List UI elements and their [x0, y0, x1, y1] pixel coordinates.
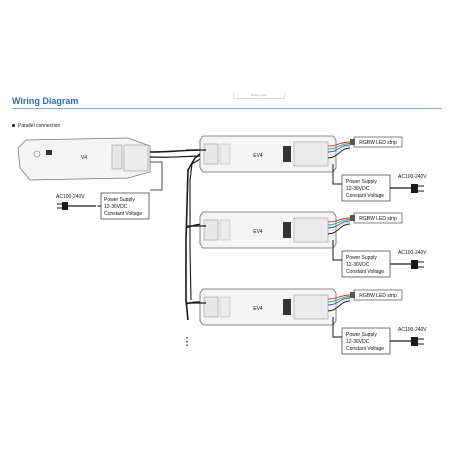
psu-line: 12-36VDC — [104, 204, 128, 210]
led-strip-label: RGBW LED strip — [359, 293, 397, 299]
psu-line: Power Supply — [346, 179, 377, 185]
psu-line: Power Supply — [104, 197, 135, 203]
led-wire — [327, 220, 351, 229]
terminal-block — [123, 144, 149, 172]
led-wire — [327, 146, 351, 156]
psu-line: Constant Voltage — [346, 346, 384, 352]
strip-connector-icon — [350, 215, 355, 221]
psu-wire — [332, 240, 342, 261]
strip-connector-icon — [350, 292, 355, 298]
psu-line: 12-36VDC — [346, 262, 370, 268]
terminal-block — [219, 219, 231, 241]
ac-input-label: AC100-240V — [398, 327, 427, 333]
psu-line: Power Supply — [346, 332, 377, 338]
psu-wire — [332, 164, 342, 185]
ac-input-label: AC100-240V — [398, 250, 427, 256]
plug-icon — [411, 260, 424, 269]
psu-wire — [332, 317, 342, 338]
ev4-label: EV4 — [253, 306, 263, 312]
power-input-tab: Power Input — [233, 92, 285, 99]
title-divider — [12, 108, 442, 109]
v4-controller: V4 — [17, 137, 151, 181]
output-terminal — [293, 294, 329, 320]
led-wire — [327, 294, 351, 300]
connector-icon — [283, 299, 291, 315]
terminal-block — [203, 296, 219, 318]
led-wire — [327, 147, 351, 159]
dial-icon — [33, 150, 41, 158]
output-terminal — [293, 141, 329, 167]
power-supply-box — [341, 174, 391, 202]
led-wire — [327, 143, 351, 150]
bullet-dot — [12, 124, 15, 127]
ev4-label: EV4 — [253, 229, 263, 235]
terminal-block — [111, 144, 123, 170]
psu-line: Power Supply — [346, 255, 377, 261]
psu-line: Constant Voltage — [346, 269, 384, 275]
power-supply-box — [341, 327, 391, 355]
led-wire — [327, 297, 351, 306]
continuation-dots: ⋮ — [182, 336, 193, 348]
psu-line: 12-36VDC — [346, 339, 370, 345]
power-supply-box — [341, 250, 391, 278]
led-strip-label: RGBW LED strip — [359, 216, 397, 222]
plug-icon — [411, 184, 424, 193]
led-strip-label: RGBW LED strip — [359, 140, 397, 146]
output-terminal — [293, 217, 329, 243]
led-wire — [327, 300, 351, 312]
bus-wire — [189, 155, 206, 301]
controller-label: V4 — [81, 155, 87, 161]
bus-wire — [150, 161, 163, 191]
led-wire — [327, 223, 351, 235]
plug-icon — [57, 202, 68, 210]
connector-icon — [283, 222, 291, 238]
ev4-label: EV4 — [253, 153, 263, 159]
ac-input-label: AC100-240V — [56, 194, 85, 200]
led-wire — [327, 296, 351, 303]
terminal-block — [219, 296, 231, 318]
page-title: Wiring Diagram — [12, 96, 79, 106]
terminal-block — [203, 219, 219, 241]
button-icon — [46, 150, 52, 155]
plug-icon — [411, 337, 424, 346]
terminal-block — [219, 143, 231, 165]
psu-line: Constant Voltage — [346, 193, 384, 199]
strip-connector-icon — [350, 139, 355, 145]
led-wire — [327, 217, 351, 223]
led-wire — [327, 219, 351, 226]
ac-input-label: AC100-240V — [398, 174, 427, 180]
psu-line: 12-36VDC — [346, 186, 370, 192]
connector-icon — [283, 146, 291, 162]
main-power-supply: Power Supply 12-36VDC Constant Voltage — [100, 192, 150, 220]
led-wire — [327, 222, 351, 232]
led-wire — [327, 141, 351, 147]
led-wire — [327, 144, 351, 153]
led-wire — [327, 299, 351, 309]
psu-line: Constant Voltage — [104, 211, 142, 217]
section-subtitle: Parallel connection — [18, 123, 61, 129]
terminal-block — [203, 143, 219, 165]
